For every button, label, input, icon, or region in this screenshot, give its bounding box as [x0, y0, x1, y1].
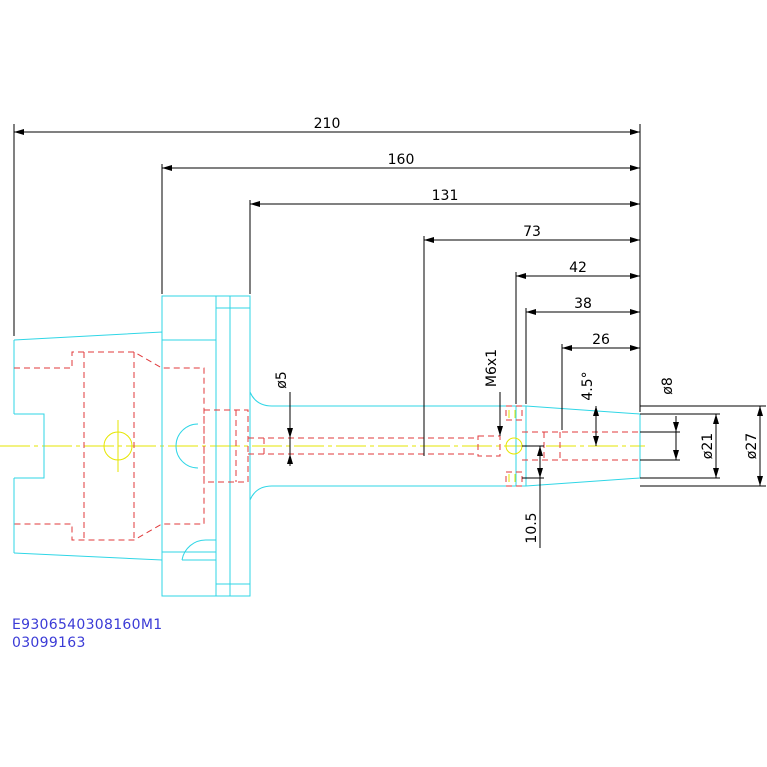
dim-dia27: ø27	[744, 433, 760, 459]
dim-160: 160	[388, 152, 415, 168]
dim-dia5: ø5	[274, 371, 290, 388]
dimension-lines	[13, 124, 766, 548]
dim-26: 26	[592, 332, 610, 348]
flange	[161, 295, 251, 597]
dim-210: 210	[314, 116, 341, 132]
dim-73: 73	[523, 224, 541, 240]
dim-10-5: 10.5	[524, 512, 540, 543]
part-code: E9306540308160M1	[12, 617, 163, 633]
dim-38: 38	[574, 296, 592, 312]
part-number: 03099163	[12, 635, 86, 651]
dim-dia8: ø8	[660, 377, 676, 394]
dim-dia21: ø21	[700, 433, 716, 459]
dim-thread: M6x1	[484, 349, 500, 387]
extension-body	[249, 391, 641, 501]
collet-hatch	[508, 410, 516, 482]
dim-angle: 4.5°	[580, 371, 596, 400]
dim-42: 42	[569, 260, 587, 276]
drive-hole	[103, 431, 133, 461]
arrowheads	[14, 129, 763, 486]
dim-131: 131	[432, 188, 459, 204]
